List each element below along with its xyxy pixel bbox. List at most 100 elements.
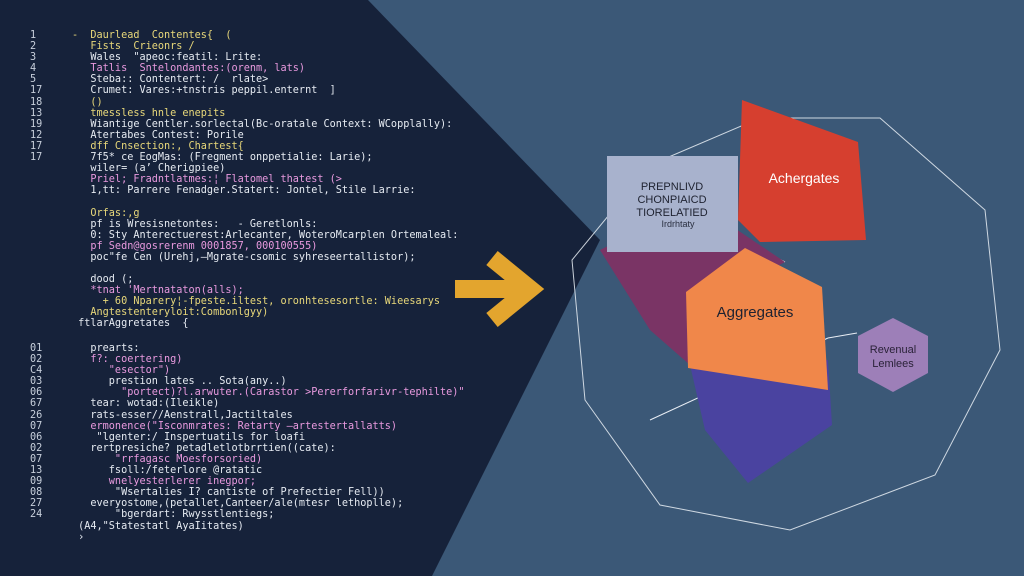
code-text: › <box>72 531 85 543</box>
code-line: ftlarAggretates { <box>30 318 458 329</box>
code-line: 5 Steba:: Contentert: / rlate> <box>30 74 458 85</box>
gray-box <box>607 156 738 252</box>
line-number: 08 <box>30 487 43 499</box>
code-line: 19 Wiantige Centler.sorlectal(Bc-oratale… <box>30 119 458 130</box>
code-line: 07 "rrfagasc Moesforsoried) <box>30 454 465 465</box>
code-line: Priel; Fradntlatmes:¦ Flatomel thatest (… <box>30 174 458 185</box>
code-text: "rrfagasc Moesforsoried) <box>72 453 263 465</box>
code-text: "lgenter:/ Inspertuatils for loafi <box>72 431 306 443</box>
code-line: + 60 Nparery¦-fpeste.iltest, oronhteseso… <box>30 296 458 307</box>
line-number: 02 <box>30 354 43 366</box>
code-line: 4 Tatlis Sntelondantes:(orenm, lats) <box>30 63 458 74</box>
red-shape <box>738 100 866 242</box>
code-text: "bgerdart: Rwysstlentiegs; <box>72 509 275 521</box>
line-number: 67 <box>30 398 43 410</box>
code-text: - Daurlead Contentes{ ( <box>72 30 232 41</box>
code-text: dff Cnsection:, Chartest{ <box>72 140 244 152</box>
code-line: 3 Wales "apeoc:featil: Lrite: <box>30 52 458 63</box>
code-line: 12 Atertabes Contest: Porile <box>30 130 458 141</box>
code-text: *tnat 'Mertnataton(alls); <box>72 285 244 297</box>
code-text: poc"fe Cen (Urehj,—Mgrate-csomic syhrese… <box>72 251 416 263</box>
line-number: 06 <box>30 387 43 399</box>
line-number: 07 <box>30 420 43 432</box>
code-text: f?: coertering) <box>72 354 183 366</box>
code-text: + 60 Nparery¦-fpeste.iltest, oronhteseso… <box>72 296 441 308</box>
code-line: *tnat 'Mertnataton(alls); <box>30 285 458 296</box>
code-panel-bg <box>0 0 600 576</box>
indigo-shape <box>690 360 832 483</box>
code-line: 18 () <box>30 97 458 108</box>
code-text: ftlarAggretates { <box>72 318 189 330</box>
hexagon-label-line-2: Lemlees <box>872 358 914 370</box>
line-number: 09 <box>30 476 43 488</box>
code-text: wiler= (a’ Cherigpiee) <box>72 163 226 175</box>
code-text: Orfas:,g <box>72 207 140 219</box>
code-line: 02 f?: coertering) <box>30 354 465 365</box>
code-line: 17 7f5* ce EogMas: (Fregment onppetialie… <box>30 152 458 163</box>
code-text: tmessless hnle enepits <box>72 107 226 119</box>
code-line: 09 wnelyesterlerer inegpor; <box>30 476 465 487</box>
code-line: 17 dff Cnsection:, Chartest{ <box>30 141 458 152</box>
code-text: "esector") <box>72 365 171 377</box>
line-number: 01 <box>30 343 43 354</box>
box-label-line-3: TIORELATIED <box>636 207 707 219</box>
line-number: 17 <box>30 152 43 164</box>
line-number: 27 <box>30 498 43 510</box>
line-number: 03 <box>30 376 43 388</box>
code-text: Angtestenteryloit:Combonlgyy) <box>72 307 269 319</box>
enclosing-polygon <box>571 117 1001 531</box>
code-text: fsoll:/feterlore @ratatic <box>72 465 263 477</box>
code-text: rertpresiche? petadletlotbrrtien((cate): <box>72 442 336 454</box>
code-text: pf Sedn@gosrerenm 0001857, 000100555) <box>72 240 318 252</box>
code-text: "portect)?l.arwuter.(Carastor >Pererforf… <box>72 387 465 399</box>
code-line: C4 "esector") <box>30 365 465 376</box>
code-text: Wiantige Centler.sorlectal(Bc-oratale Co… <box>72 118 453 130</box>
red-shape-label: Achergates <box>769 170 840 186</box>
right-arrow-icon <box>455 251 545 327</box>
code-text: Crumet: Vares:+tnstris peppil.enternt ] <box>72 85 336 97</box>
code-text: pf is Wresisnetontes: - Geretlonls: <box>72 218 318 230</box>
line-number: 3 <box>30 52 37 64</box>
code-line: (A4,"Statestatl AyaIitates) <box>30 521 465 532</box>
code-text: everyostome,(petallet,Canteer/ale(mtesr … <box>72 498 404 510</box>
revenue-hexagon <box>858 318 928 392</box>
code-line: 08 "Wsertalies I? cantiste of Prefectier… <box>30 487 465 498</box>
code-line: wiler= (a’ Cherigpiee) <box>30 163 458 174</box>
code-text: wnelyesterlerer inegpor; <box>72 476 257 488</box>
code-line: 1 - Daurlead Contentes{ ( <box>30 30 458 41</box>
code-block-a: 1 - Daurlead Contentes{ (2 Fists Crieonrs… <box>30 30 458 330</box>
code-text: prearts: <box>72 343 140 354</box>
code-text: Priel; Fradntlatmes:¦ Flatomel thatest (… <box>72 174 342 186</box>
line-number: 02 <box>30 442 43 454</box>
code-line: 03 prestion lates .. Sota(any..) <box>30 376 465 387</box>
line-number: 18 <box>30 96 43 108</box>
code-line: 07 ermonence("Isconmrates: Retarty —arte… <box>30 421 465 432</box>
code-text: dood (; <box>72 274 134 286</box>
line-number: 17 <box>30 85 43 97</box>
code-line: › <box>30 532 465 543</box>
code-line: 13 tmessless hnle enepits <box>30 108 458 119</box>
code-text: 7f5* ce EogMas: (Fregment onppetialie: L… <box>72 152 373 164</box>
code-line: 06 "portect)?l.arwuter.(Carastor >Pererf… <box>30 387 465 398</box>
orange-shape <box>686 248 828 390</box>
line-number: 12 <box>30 129 43 141</box>
code-text: "Wsertalies I? cantiste of Prefectier Fe… <box>72 487 385 499</box>
code-line: pf Sedn@gosrerenm 0001857, 000100555) <box>30 241 458 252</box>
line-number: 13 <box>30 107 43 119</box>
code-line: 01 prearts: <box>30 343 465 354</box>
line-number: 17 <box>30 140 43 152</box>
code-block-b: 01 prearts:02 f?: coertering)C4 "esector… <box>30 343 465 543</box>
code-line: poc"fe Cen (Urehj,—Mgrate-csomic syhrese… <box>30 252 458 263</box>
box-sublabel: Irdrhtaty <box>661 219 695 229</box>
code-line: 06 "lgenter:/ Inspertuatils for loafi <box>30 432 465 443</box>
code-text: 1,tt: Parrere Fenadger.Statert: Jontel, … <box>72 185 416 197</box>
line-number: 1 <box>30 30 37 41</box>
line-number: 26 <box>30 409 43 421</box>
code-text: Atertabes Contest: Porile <box>72 129 244 141</box>
line-number: 2 <box>30 41 37 53</box>
orange-shape-label: Aggregates <box>717 304 794 321</box>
line-number: 13 <box>30 465 43 477</box>
code-line: 2 Fists Crieonrs / <box>30 41 458 52</box>
code-line: 1,tt: Parrere Fenadger.Statert: Jontel, … <box>30 185 458 196</box>
